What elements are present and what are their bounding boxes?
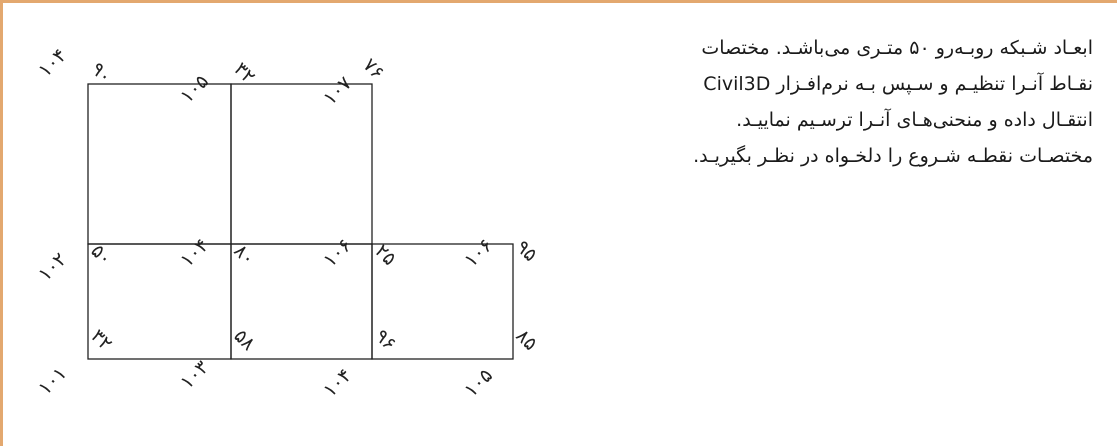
label-j-left: ۱۰۴ bbox=[319, 364, 356, 401]
label-i-top: ۵۸ bbox=[229, 325, 259, 355]
label-c-top: ۷۶ bbox=[358, 54, 388, 84]
label-g-left: ۱۰۶ bbox=[460, 234, 497, 271]
problem-text-line-2: نقـاط آنـرا تنظیـم و سـپس بـه نرم‌افـزار… bbox=[703, 73, 1093, 95]
label-c-left: ۱۰۷ bbox=[319, 72, 356, 109]
label-d-left: ۱۰۲ bbox=[34, 248, 71, 285]
label-e-left: ۱۰۴ bbox=[176, 234, 213, 271]
label-h-top: ۳۲ bbox=[86, 325, 116, 355]
label-k-top: ۸۵ bbox=[511, 325, 541, 355]
label-a-left: ۱۰۴ bbox=[34, 44, 71, 81]
grid-cell-bottom-right bbox=[371, 243, 514, 360]
grid-cell-top-right bbox=[230, 83, 373, 245]
label-f-left: ۱۰۶ bbox=[319, 234, 356, 271]
label-j-top: ۹۶ bbox=[370, 325, 400, 355]
problem-text-line-4: مختصـات نقطـه شـروع را دلخـواه در نظـر ب… bbox=[693, 145, 1093, 167]
problem-text-line-3: انتقـال داده و منحنی‌هـای آنـرا ترسـیم ن… bbox=[736, 109, 1093, 131]
problem-text-line-1: ابعـاد شـبکه روبـه‌رو ۵۰ متـری می‌باشـد.… bbox=[701, 37, 1093, 59]
label-h-left: ۱۰۱ bbox=[34, 362, 71, 399]
grid-cell-top-left bbox=[87, 83, 232, 245]
problem-text: ابعـاد شـبکه روبـه‌رو ۵۰ متـری می‌باشـد.… bbox=[575, 30, 1093, 174]
label-i-left: ۱۰۳ bbox=[176, 356, 213, 393]
label-g-top: ۹۵ bbox=[511, 236, 541, 266]
label-b-left: ۱۰۵ bbox=[176, 70, 213, 107]
label-k-left: ۱۰۵ bbox=[460, 364, 497, 401]
